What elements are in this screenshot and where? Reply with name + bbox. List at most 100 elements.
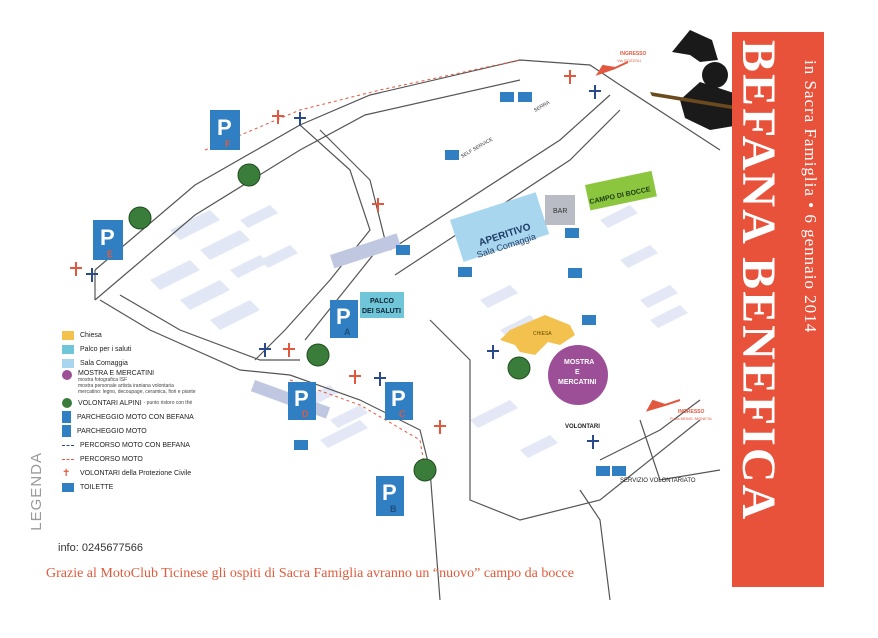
- mostra-label-2: E: [575, 369, 580, 376]
- svg-text:F: F: [225, 139, 231, 149]
- bar-building[interactable]: [545, 195, 575, 225]
- alpini-icon: [237, 163, 261, 187]
- bar-label: BAR: [553, 208, 567, 215]
- svg-text:P: P: [294, 386, 309, 411]
- blue-volunteer-icons: [86, 85, 601, 449]
- parking-f: P F: [210, 110, 240, 150]
- sala-comaggia[interactable]: [450, 192, 550, 262]
- parking-b: P B: [376, 476, 404, 516]
- toilet-icon: [62, 482, 74, 492]
- toilet-icon: [445, 150, 459, 160]
- alpini-icon: [413, 458, 437, 482]
- info-phone: info: 0245677566: [58, 542, 144, 554]
- volunteer-icon: [272, 110, 284, 124]
- parking-c: P C: [385, 382, 413, 420]
- toilet-icon: [612, 466, 626, 476]
- legend-item: MOSTRA E MERCATINI mostra fotografica IS…: [62, 370, 262, 396]
- event-title: BEFANA BENEFICA: [732, 40, 785, 522]
- mostra-mercatini[interactable]: [548, 345, 608, 405]
- svg-text:B: B: [390, 504, 397, 514]
- volunteer-icon: [294, 112, 306, 126]
- parking-d: P D: [288, 382, 316, 420]
- mostra-swatch: [62, 370, 72, 380]
- alpini-icon: [128, 206, 152, 230]
- toilet-icon: [596, 466, 610, 476]
- legend-item: Chiesa: [62, 328, 262, 342]
- svg-text:A: A: [344, 327, 351, 337]
- volunteer-icon: [283, 343, 295, 357]
- volontari-label: VOLONTARI: [565, 424, 600, 430]
- self-service-label: SELF SERVICE: [460, 136, 495, 159]
- volunteer-icon: [374, 372, 386, 386]
- palco-label-1: PALCO: [370, 298, 395, 305]
- toilet-icon: [518, 92, 532, 102]
- volunteer-icon: [70, 262, 82, 276]
- toilet-icon: [582, 315, 596, 325]
- route-moto-swatch: [62, 458, 74, 460]
- svg-text:P: P: [391, 386, 406, 411]
- chiesa-swatch: [62, 330, 74, 340]
- svg-text:INGRESSO: INGRESSO: [620, 51, 647, 57]
- volunteer-icon: ✝: [62, 467, 71, 479]
- chiesa-label: CHIESA: [533, 331, 552, 337]
- entrance-top[interactable]: INGRESSO Via GOZZOLI: [595, 51, 647, 76]
- event-banner: [732, 32, 824, 587]
- route-moto: [289, 379, 426, 471]
- volunteer-icon: [589, 85, 601, 99]
- legend-title: LEGENDA: [28, 452, 45, 531]
- volunteer-icon: [487, 345, 499, 359]
- footer-note: Grazie al MotoClub Ticinese gli ospiti d…: [46, 566, 574, 581]
- toilet-icons: [294, 92, 626, 476]
- svg-text:P: P: [382, 480, 397, 505]
- volunteer-icon: [86, 268, 98, 282]
- mostra-label-3: MERCATINI: [558, 379, 596, 386]
- palco-saluti[interactable]: [360, 292, 404, 318]
- legend-item: PERCORSO MOTO: [62, 452, 262, 466]
- legend-item: Sala Comaggia: [62, 356, 262, 370]
- volunteer-icon: [259, 343, 271, 357]
- legend-item: Palco per i saluti: [62, 342, 262, 356]
- svg-text:P: P: [100, 225, 115, 250]
- toilet-icon: [500, 92, 514, 102]
- event-subtitle: in Sacra Famiglia • 6 gennaio 2014: [801, 60, 820, 334]
- svg-text:INGRESSO: INGRESSO: [678, 409, 705, 415]
- toilet-icon: [458, 267, 472, 277]
- sala-swatch: [62, 358, 74, 368]
- legend: Chiesa Palco per i saluti Sala Comaggia …: [62, 328, 262, 494]
- volunteer-icon: [349, 370, 361, 384]
- legend-item: PERCORSO MOTO CON BEFANA: [62, 438, 262, 452]
- svg-text:P: P: [217, 115, 232, 140]
- svg-text:Via GOZZOLI: Via GOZZOLI: [617, 58, 641, 63]
- toilet-icon: [396, 245, 410, 255]
- toilet-icon: [294, 440, 308, 450]
- palco-label-2: DEI SALUTI: [362, 308, 401, 315]
- parking-signs[interactable]: P F P E P A P D P C P B: [93, 110, 413, 516]
- legend-item: PARCHEGGIO MOTO CON BEFANA: [62, 410, 262, 424]
- chiesa[interactable]: [500, 315, 575, 355]
- svg-text:C: C: [399, 409, 406, 419]
- alpini-icon: [306, 343, 330, 367]
- svg-text:P: P: [336, 304, 351, 329]
- campo-bocce[interactable]: [585, 170, 657, 211]
- svg-text:E: E: [107, 249, 113, 259]
- background-buildings: [150, 205, 688, 458]
- route-with-befana: [204, 59, 521, 151]
- legend-item: ✝ VOLONTARI della Protezione Civile: [62, 467, 192, 479]
- volunteer-icon: [372, 198, 384, 212]
- volunteer-icon: [587, 435, 599, 449]
- parking-e: P E: [93, 220, 123, 260]
- servizio-label: SERVIZIO VOLONTARIATO: [620, 478, 696, 484]
- legend-item: VOLONTARI ALPINI - punto ristoro con thè: [62, 396, 262, 410]
- arrow-icon: [595, 61, 629, 76]
- volunteer-icon: [434, 420, 446, 434]
- svg-text:D: D: [302, 409, 309, 419]
- parking-a: P A: [330, 300, 358, 338]
- entrance-right[interactable]: INGRESSO P.zza MONS. MONETA: [645, 399, 712, 421]
- alpini-icon: [62, 398, 72, 408]
- volunteer-icon: [564, 70, 576, 84]
- arrow-icon: [645, 399, 681, 412]
- legend-item: TOILETTE: [62, 480, 262, 494]
- volunteer-icons: [70, 70, 576, 434]
- alpini-markers[interactable]: [128, 163, 531, 482]
